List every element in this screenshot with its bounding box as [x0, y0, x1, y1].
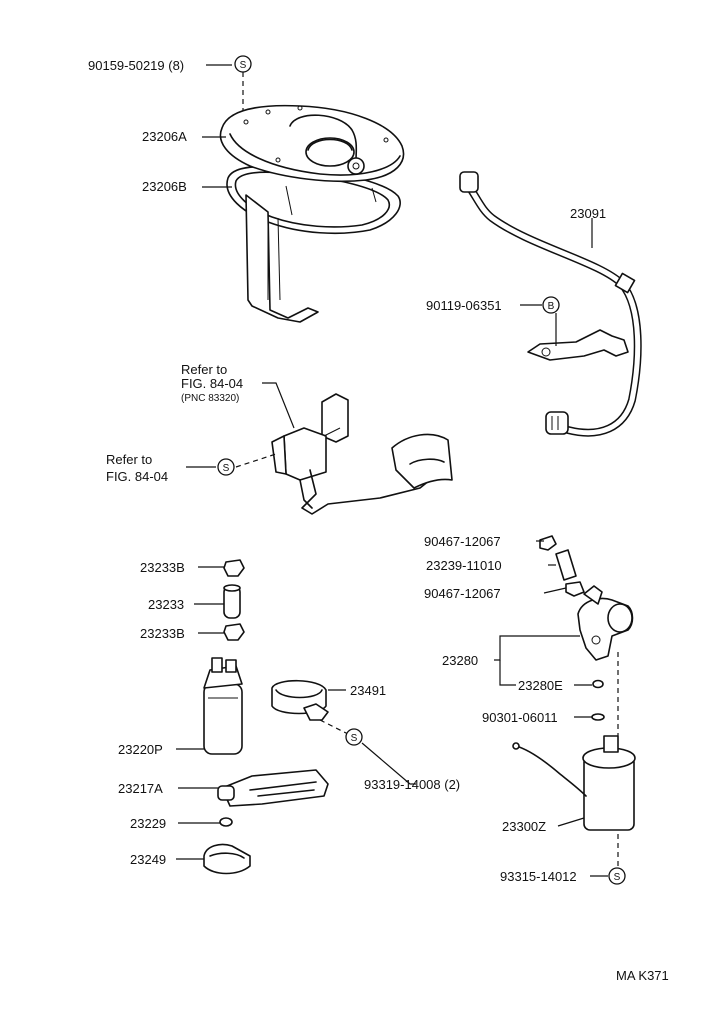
part-labels: 90159-50219 (8) 23206A 23206B 23091 9011… [88, 58, 669, 983]
clip-90467-lower [565, 581, 585, 597]
label-refer1-line2: FIG. 84-04 [181, 376, 243, 391]
label-refer1-line1: Refer to [181, 362, 227, 377]
s-symbol-text: S [240, 60, 247, 71]
hose-clip-bottom [223, 623, 245, 641]
label-23233B-bottom: 23233B [140, 626, 185, 641]
label-90119: 90119-06351 [426, 298, 502, 313]
hose-23233 [223, 584, 241, 619]
label-90301: 90301-06011 [482, 710, 558, 725]
o-ring-23280E [592, 679, 604, 689]
pressure-regulator [577, 585, 634, 736]
label-23206A: 23206A [142, 129, 187, 144]
s-symbol-text: S [351, 733, 358, 744]
b-symbol-text: B [548, 301, 555, 312]
s-symbol-top: S [234, 55, 252, 73]
leader-lines [176, 64, 608, 877]
label-23239: 23239-11010 [426, 558, 502, 573]
sender-gauge [271, 393, 453, 515]
label-90467-lower: 90467-12067 [424, 586, 501, 601]
label-23280: 23280 [442, 653, 478, 668]
pump-cushion [271, 679, 329, 721]
label-90159: 90159-50219 (8) [88, 58, 184, 73]
s-symbol-text: S [614, 872, 621, 883]
label-23206B: 23206B [142, 179, 187, 194]
label-23229: 23229 [130, 816, 166, 831]
label-23091: 23091 [570, 206, 606, 221]
clip-90467-upper [539, 535, 557, 551]
s-symbol-text: S [223, 463, 230, 474]
s-symbol-sender: S [217, 458, 235, 476]
fuel-hose-23091 [459, 171, 642, 437]
hose-clamp [527, 329, 629, 361]
label-refer2-line1: Refer to [106, 452, 152, 467]
label-93319: 93319-14008 (2) [364, 777, 460, 792]
s-symbol-filter: S [608, 867, 626, 885]
o-ring-90301 [591, 713, 605, 721]
fuel-pump [203, 657, 243, 755]
hose-clip-top [223, 559, 245, 577]
washer-23229 [219, 817, 233, 827]
pump-bracket-assembly [219, 72, 405, 323]
pump-cap-23249 [203, 843, 251, 875]
label-23233: 23233 [148, 597, 184, 612]
label-90467-upper: 90467-12067 [424, 534, 501, 549]
label-footer-code: MA K371 [616, 968, 669, 983]
label-23249: 23249 [130, 852, 166, 867]
label-refer2-line2: FIG. 84-04 [106, 469, 168, 484]
label-23280E: 23280E [518, 678, 563, 693]
label-93315: 93315-14012 [500, 869, 577, 884]
hose-23239 [555, 549, 577, 581]
label-23220P: 23220P [118, 742, 163, 757]
b-symbol: B [542, 296, 560, 314]
label-refer1-line3: (PNC 83320) [181, 393, 239, 404]
pump-filter [217, 769, 329, 807]
fuel-filter [512, 735, 636, 866]
label-23491: 23491 [350, 683, 386, 698]
label-23233B-top: 23233B [140, 560, 185, 575]
s-symbol-cushion: S [345, 728, 363, 746]
label-23300Z: 23300Z [502, 819, 546, 834]
label-23217A: 23217A [118, 781, 163, 796]
